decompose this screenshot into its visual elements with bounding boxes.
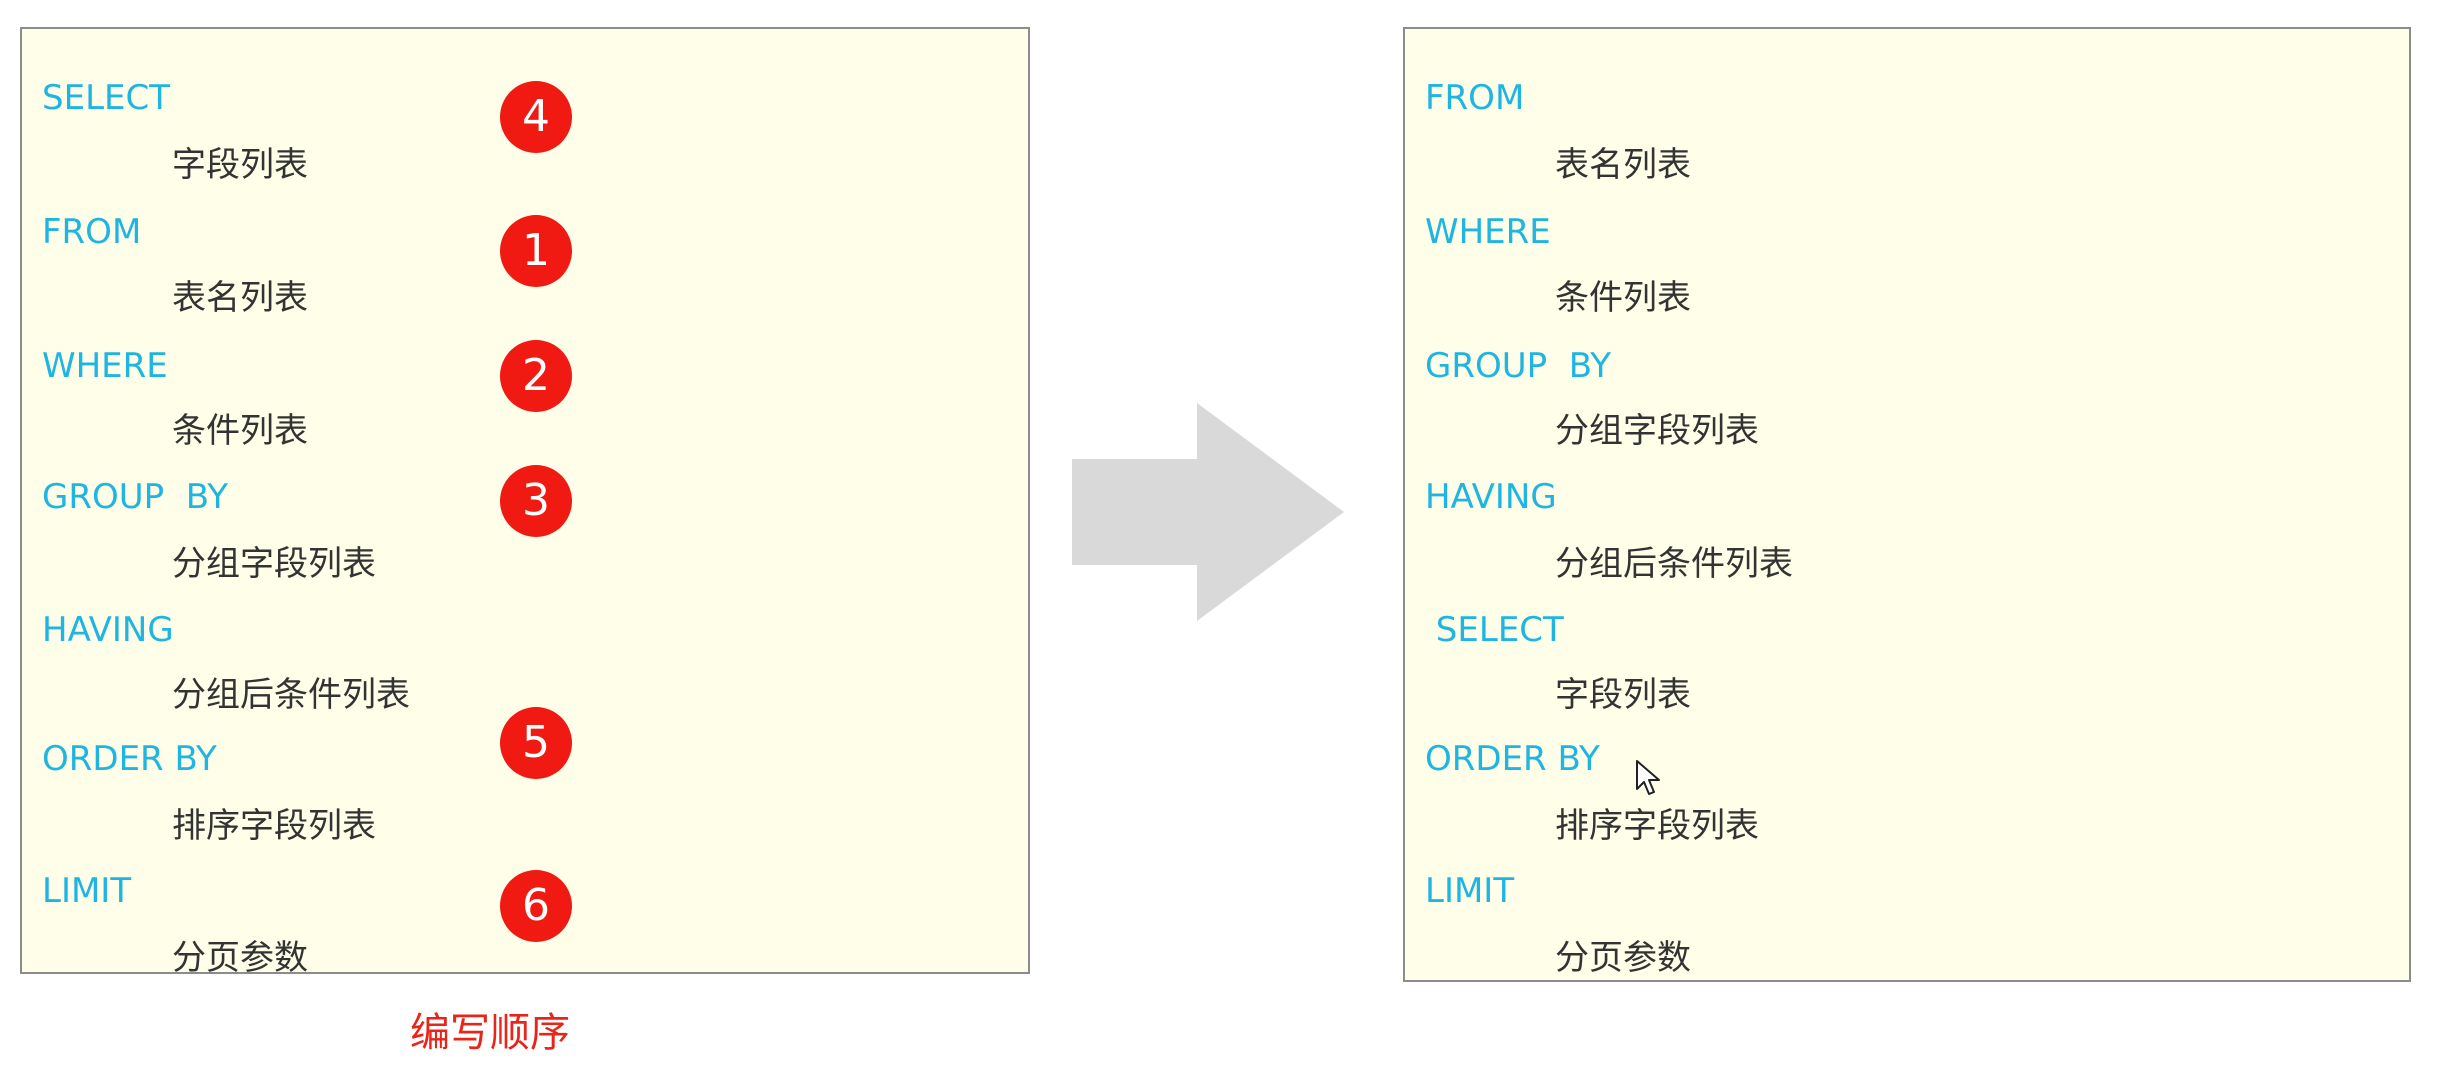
clause-keyword-row: ORDER BY xyxy=(22,733,1028,785)
clause-keyword: HAVING xyxy=(1425,477,1557,517)
clause-item-row: 表名列表 xyxy=(22,272,1028,324)
clause-keyword-row: SELECT xyxy=(1405,604,2409,656)
clause-item: 字段列表 xyxy=(1555,675,1691,715)
clause-item: 字段列表 xyxy=(172,145,308,185)
execution-order-panel: FROM 表名列表 WHERE 条件列表 GROUP BY 分组字段列表 HAV… xyxy=(1403,27,2411,982)
order-badge: 1 xyxy=(500,215,572,287)
clause-item-row: 条件列表 xyxy=(1405,272,2409,324)
clause-item-row: 分组后条件列表 xyxy=(1405,538,2409,590)
clause-keyword-row: FROM xyxy=(22,206,1028,258)
order-badge: 2 xyxy=(500,340,572,412)
clause-keyword-row: WHERE xyxy=(22,340,1028,392)
order-badge: 4 xyxy=(500,81,572,153)
clause-keyword: FROM xyxy=(1425,78,1525,118)
clause-keyword: SELECT xyxy=(1425,610,1564,650)
mouse-pointer-icon xyxy=(1636,760,1660,795)
clause-item-row: 排序字段列表 xyxy=(1405,800,2409,852)
clause-keyword: WHERE xyxy=(1425,212,1551,252)
clause-keyword-row: GROUP BY xyxy=(1405,340,2409,392)
clause-item: 分组后条件列表 xyxy=(1555,544,1793,584)
clause-keyword-row: HAVING xyxy=(22,604,1028,656)
clause-item: 条件列表 xyxy=(172,411,308,451)
right-arrow-icon xyxy=(1072,403,1344,621)
clause-keyword: FROM xyxy=(42,212,142,252)
clause-item: 分组后条件列表 xyxy=(172,675,410,715)
clause-keyword-row: WHERE xyxy=(1405,206,2409,258)
clause-item-row: 字段列表 xyxy=(1405,669,2409,721)
writing-order-panel: SELECT 字段列表 FROM 表名列表 WHERE 条件列表 GROUP B… xyxy=(20,27,1030,978)
clause-item: 表名列表 xyxy=(1555,145,1691,185)
clause-item-row: 排序字段列表 xyxy=(22,800,1028,852)
clause-keyword: HAVING xyxy=(42,610,174,650)
clause-keyword-row: HAVING xyxy=(1405,471,2409,523)
clause-keyword: ORDER BY xyxy=(42,739,217,779)
clause-item-row: 表名列表 xyxy=(1405,139,2409,191)
clause-item: 分组字段列表 xyxy=(1555,411,1759,451)
clause-keyword-row: ORDER BY xyxy=(1405,733,2409,785)
clause-keyword-row: LIMIT xyxy=(1405,865,2409,917)
clause-keyword: ORDER BY xyxy=(1425,739,1600,779)
clause-keyword: LIMIT xyxy=(1425,871,1515,911)
clause-item: 分页参数 xyxy=(172,938,308,978)
clause-item: 条件列表 xyxy=(1555,278,1691,318)
clause-keyword-row: LIMIT xyxy=(22,865,1028,917)
clause-keyword-row: GROUP BY xyxy=(22,471,1028,523)
clause-item-row: 分页参数 xyxy=(22,932,1028,984)
clause-item: 表名列表 xyxy=(172,278,308,318)
clause-keyword: GROUP BY xyxy=(1425,346,1611,386)
clause-keyword-row: SELECT xyxy=(22,72,1028,124)
writing-order-caption: 编写顺序 xyxy=(410,1010,570,1056)
order-badge: 3 xyxy=(500,465,572,537)
clause-item-row: 分组字段列表 xyxy=(22,538,1028,590)
clause-item: 排序字段列表 xyxy=(1555,806,1759,846)
clause-item-row: 分组后条件列表 xyxy=(22,669,1028,721)
order-badge: 6 xyxy=(500,870,572,942)
order-badge: 5 xyxy=(500,707,572,779)
clause-keyword-row: FROM xyxy=(1405,72,2409,124)
clause-item-row: 分页参数 xyxy=(1405,932,2409,984)
clause-keyword: LIMIT xyxy=(42,871,132,911)
clause-item-row: 条件列表 xyxy=(22,405,1028,457)
clause-item: 分页参数 xyxy=(1555,938,1691,978)
clause-item: 排序字段列表 xyxy=(172,806,376,846)
clause-keyword: SELECT xyxy=(42,78,170,118)
clause-keyword: WHERE xyxy=(42,346,168,386)
clause-item: 分组字段列表 xyxy=(172,544,376,584)
clause-keyword: GROUP BY xyxy=(42,477,228,517)
clause-item-row: 分组字段列表 xyxy=(1405,405,2409,457)
clause-item-row: 字段列表 xyxy=(22,139,1028,191)
